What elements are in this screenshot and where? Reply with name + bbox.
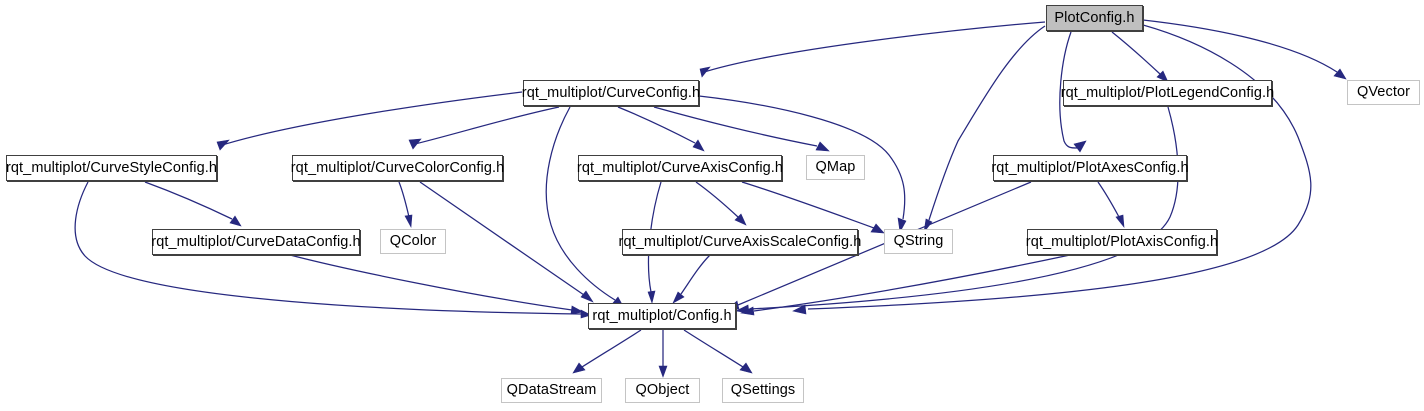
edge-curvecolorconfig-qcolor	[398, 181, 410, 218]
arrowhead-config-qobject	[658, 365, 668, 378]
arrowhead-config-qsettings	[739, 362, 753, 374]
node-label-qvector: QVector	[1356, 84, 1411, 101]
edge-curveconfig-qmap	[653, 106, 818, 147]
arrowhead-curvecolorconfig-config	[580, 290, 594, 303]
edge-curvestyleconfig-curvedataconfig	[144, 181, 233, 220]
node-label-qsettings: QSettings	[730, 382, 796, 399]
node-qobject[interactable]: QObject	[625, 378, 700, 403]
arrowhead-curvedataconfig-config	[570, 305, 584, 315]
node-label-curveaxisconfig: rqt_multiplot/CurveAxisConfig.h	[576, 159, 784, 176]
node-plotconfig[interactable]: PlotConfig.h	[1046, 5, 1143, 31]
arrowhead-curvestyleconfig-curvedataconfig	[229, 215, 242, 227]
arrowhead-curvecolorconfig-qcolor	[404, 214, 413, 229]
node-label-qcolor: QColor	[389, 233, 437, 250]
edge-plotconfig-qstring	[928, 25, 1046, 221]
node-curvestyleconfig[interactable]: rqt_multiplot/CurveStyleConfig.h	[6, 155, 217, 181]
edge-curveconfig-config	[545, 106, 616, 301]
node-label-plotconfig: PlotConfig.h	[1054, 9, 1135, 26]
arrowhead-plotconfig-config	[792, 304, 807, 315]
node-label-curveconfig: rqt_multiplot/CurveConfig.h	[521, 84, 701, 101]
edge-curveaxisconfig-curveaxisscale	[695, 181, 739, 218]
node-label-plotlegendconfig: rqt_multiplot/PlotLegendConfig.h	[1060, 84, 1275, 101]
node-plotlegendconfig[interactable]: rqt_multiplot/PlotLegendConfig.h	[1061, 80, 1274, 106]
arrowhead-plotconfig-qvector	[1333, 68, 1347, 80]
node-qstring[interactable]: QString	[884, 229, 953, 254]
arrowhead-plotaxesconfig-plotaxisconfig	[1115, 214, 1125, 228]
edge-config-qdatastream	[581, 329, 642, 368]
arrowhead-curveconfig-curvestyleconfig	[216, 139, 230, 151]
node-label-plotaxisconfig: rqt_multiplot/PlotAxisConfig.h	[1025, 233, 1219, 250]
arrowhead-plotconfig-plotaxesconfig	[1073, 140, 1087, 153]
node-label-config: rqt_multiplot/Config.h	[592, 307, 732, 324]
node-label-qdatastream: QDataStream	[506, 382, 597, 399]
arrowhead-curveconfig-curveaxisconfig	[692, 139, 705, 152]
node-label-curveaxisscaleconfig: rqt_multiplot/CurveAxisScaleConfig.h	[618, 233, 862, 250]
arrowhead-plotaxisconfig-config	[740, 306, 755, 316]
node-qcolor[interactable]: QColor	[380, 229, 446, 254]
edge-plotconfig-plotlegendconfig	[1111, 31, 1161, 75]
node-curvedataconfig[interactable]: rqt_multiplot/CurveDataConfig.h	[151, 229, 361, 255]
arrowhead-curveaxisconfig-qstring	[870, 223, 885, 234]
edge-curvecolorconfig-config	[419, 181, 585, 296]
edge-curveaxisconfig-qstring	[741, 181, 875, 229]
edge-curveaxisscale-config	[680, 254, 711, 295]
node-label-qobject: QObject	[635, 382, 690, 399]
edge-plotconfig-plotaxesconfig	[1059, 31, 1078, 149]
arrowhead-curveconfig-qstring	[897, 217, 907, 233]
node-qdatastream[interactable]: QDataStream	[501, 378, 602, 403]
node-curvecolorconfig[interactable]: rqt_multiplot/CurveColorConfig.h	[291, 155, 504, 181]
arrowhead-curveaxisconfig-curveaxisscale	[734, 213, 747, 226]
node-label-curvestyleconfig: rqt_multiplot/CurveStyleConfig.h	[5, 159, 218, 176]
edge-curveconfig-curveaxisconfig	[617, 106, 696, 144]
edge-curveconfig-curvestyleconfig	[218, 91, 523, 147]
edge-plotaxesconfig-config	[737, 181, 1032, 306]
node-label-curvecolorconfig: rqt_multiplot/CurveColorConfig.h	[290, 159, 505, 176]
node-config[interactable]: rqt_multiplot/Config.h	[588, 303, 736, 329]
node-curveaxisconfig[interactable]: rqt_multiplot/CurveAxisConfig.h	[577, 155, 783, 181]
arrowhead-plotconfig-plotlegendconfig	[1156, 70, 1169, 83]
arrowhead-curveconfig-curvecolorconfig	[408, 138, 422, 150]
arrowhead-config-qdatastream	[572, 362, 586, 374]
node-qmap[interactable]: QMap	[806, 155, 865, 180]
edge-plotaxesconfig-plotaxisconfig	[1097, 181, 1120, 218]
edge-curvedataconfig-config	[289, 254, 573, 311]
node-label-plotaxesconfig: rqt_multiplot/PlotAxesConfig.h	[991, 159, 1189, 176]
edge-plotaxisconfig-config	[753, 254, 1071, 312]
node-plotaxisconfig[interactable]: rqt_multiplot/PlotAxisConfig.h	[1026, 229, 1218, 255]
edge-plotconfig-config	[807, 24, 1312, 310]
node-curveaxisscaleconfig[interactable]: rqt_multiplot/CurveAxisScaleConfig.h	[619, 229, 861, 255]
node-curveconfig[interactable]: rqt_multiplot/CurveConfig.h	[522, 80, 700, 106]
edge-plotconfig-curveconfig	[700, 21, 1046, 74]
edge-plotconfig-qvector	[1142, 19, 1338, 73]
arrowhead-curveconfig-qmap	[815, 141, 830, 152]
node-qvector[interactable]: QVector	[1347, 80, 1420, 105]
node-label-qstring: QString	[893, 233, 944, 250]
edge-curvestyleconfig-config	[74, 181, 582, 315]
node-plotaxesconfig[interactable]: rqt_multiplot/PlotAxesConfig.h	[991, 155, 1189, 181]
edge-curveconfig-curvecolorconfig	[410, 106, 560, 146]
edges-group	[74, 19, 1347, 378]
node-label-qmap: QMap	[815, 159, 856, 176]
arrowhead-plotconfig-curveconfig	[699, 66, 711, 78]
edge-config-qsettings	[683, 329, 744, 368]
node-qsettings[interactable]: QSettings	[722, 378, 804, 403]
edge-curveconfig-qstring	[698, 95, 906, 220]
arrowhead-curveaxisconfig-config	[647, 290, 656, 305]
node-label-curvedataconfig: rqt_multiplot/CurveDataConfig.h	[151, 233, 361, 250]
arrowhead-curveaxisscale-config	[672, 291, 685, 304]
